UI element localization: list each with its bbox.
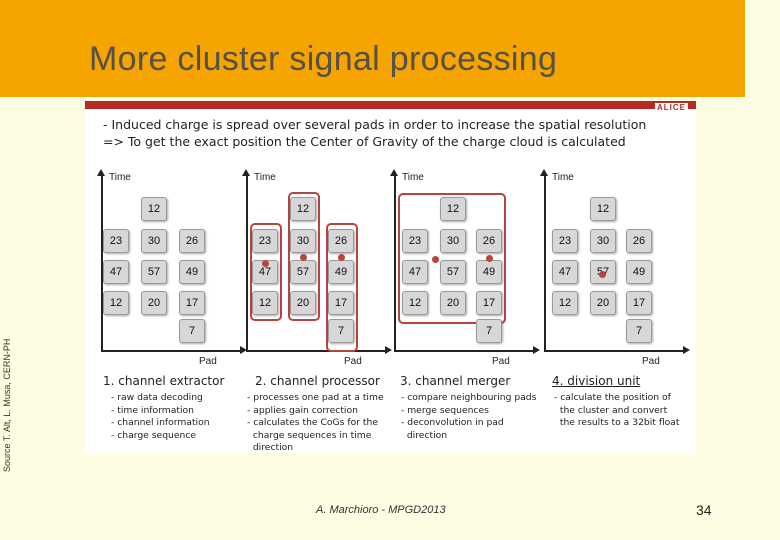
alice-logo: ALICE [655,103,688,112]
cluster-outline [326,223,358,352]
pad-axis [394,347,540,353]
pad-axis-label: Pad [492,356,510,367]
source-credit-text: Source T. Alt, L. Musa, CERN-PH [2,338,12,472]
panel-notes: - compare neighbouring pads - merge sequ… [401,392,537,441]
pad-cell: 17 [626,291,652,315]
pad-cell: 7 [476,319,502,343]
pad-axis [544,347,690,353]
pad-cell: 47 [402,260,428,284]
cog-marker [486,255,493,262]
pad-cell: 12 [290,197,316,221]
cluster-outline [398,193,506,324]
cluster-outline [288,192,320,321]
source-credit: Source T. Alt, L. Musa, CERN-PH [2,339,135,482]
intro-line: - Induced charge is spread over several … [103,117,647,132]
pad-cell: 23 [103,229,129,253]
pad-cell: 7 [626,319,652,343]
panel-division-unit: Time Pad 12 23 30 26 47 57 49 12 20 17 7 [538,169,690,371]
pad-cell: 20 [290,291,316,315]
intro-line: => To get the exact position the Center … [103,134,626,149]
time-axis-label: Time [402,172,424,183]
pad-cell: 23 [252,229,278,253]
pad-cell: 20 [141,291,167,315]
panel-notes: - processes one pad at a time - applies … [247,392,384,453]
cluster-outline [250,223,282,321]
cog-marker [432,256,439,263]
pad-cell: 20 [590,291,616,315]
pad-cell: 17 [179,291,205,315]
pad-cell: 12 [590,197,616,221]
panel-title: 3. channel merger [400,374,511,388]
pad-cell: 7 [328,319,354,343]
pad-cell: 26 [179,229,205,253]
panel-notes: - calculate the position of the cluster … [554,392,680,428]
pad-cell: 30 [590,229,616,253]
pad-cell: 17 [328,291,354,315]
time-axis-label: Time [254,172,276,183]
pad-cell: 23 [552,229,578,253]
pad-axis-label: Pad [344,356,362,367]
pad-cell: 30 [440,229,466,253]
cog-marker [338,254,345,261]
pad-cell: 30 [141,229,167,253]
pad-axis-label: Pad [199,356,217,367]
title-bar: More cluster signal processing [0,0,745,97]
pad-cell: 12 [402,291,428,315]
page-number: 34 [696,502,712,518]
pad-cell: 12 [141,197,167,221]
pad-cell: 47 [552,260,578,284]
time-axis [391,169,397,351]
pad-axis [101,347,247,353]
pad-cell: 12 [552,291,578,315]
time-axis-label: Time [552,172,574,183]
time-axis [98,169,104,351]
footer-author: A. Marchioro - MPGD2013 [316,504,446,516]
slide-title: More cluster signal processing [89,40,558,78]
panel-channel-processor: Time Pad 12 23 30 26 47 57 49 12 20 17 7 [240,169,392,371]
pad-cell: 7 [179,319,205,343]
pad-cell: 26 [476,229,502,253]
pad-axis-label: Pad [642,356,660,367]
pad-cell: 26 [328,229,354,253]
cog-marker [300,254,307,261]
figure-intro: - Induced charge is spread over several … [103,116,646,150]
pad-cell: 12 [440,197,466,221]
pad-cell: 49 [328,260,354,284]
panel-notes: - raw data decoding - time information -… [111,392,210,441]
pad-cell: 49 [476,260,502,284]
cog-marker [599,271,606,278]
pad-cell: 23 [402,229,428,253]
pad-cell: 12 [103,291,129,315]
time-axis [541,169,547,351]
pad-cell: 20 [440,291,466,315]
pad-cell: 26 [626,229,652,253]
pad-cell: 17 [476,291,502,315]
pad-axis [246,347,392,353]
signal-processing-figure: ALICE - Induced charge is spread over se… [85,101,696,453]
pad-cell: 49 [626,260,652,284]
cog-marker [262,260,269,267]
pad-cell: 57 [290,260,316,284]
panel-channel-merger: Time Pad 12 23 30 26 47 57 49 12 20 17 7 [388,169,540,371]
pad-cell: 12 [252,291,278,315]
figure-top-bar [85,101,696,109]
pad-cell: 57 [440,260,466,284]
time-axis-label: Time [109,172,131,183]
pad-cell: 47 [103,260,129,284]
panel-channel-extractor: Time Pad 12 23 30 26 47 57 49 12 20 17 7 [95,169,247,371]
panel-title: 1. channel extractor [103,374,225,388]
time-axis [243,169,249,351]
pad-cell: 30 [290,229,316,253]
panel-title: 4. division unit [552,374,641,388]
pad-cell: 57 [141,260,167,284]
pad-cell: 49 [179,260,205,284]
panel-title: 2. channel processor [255,374,380,388]
